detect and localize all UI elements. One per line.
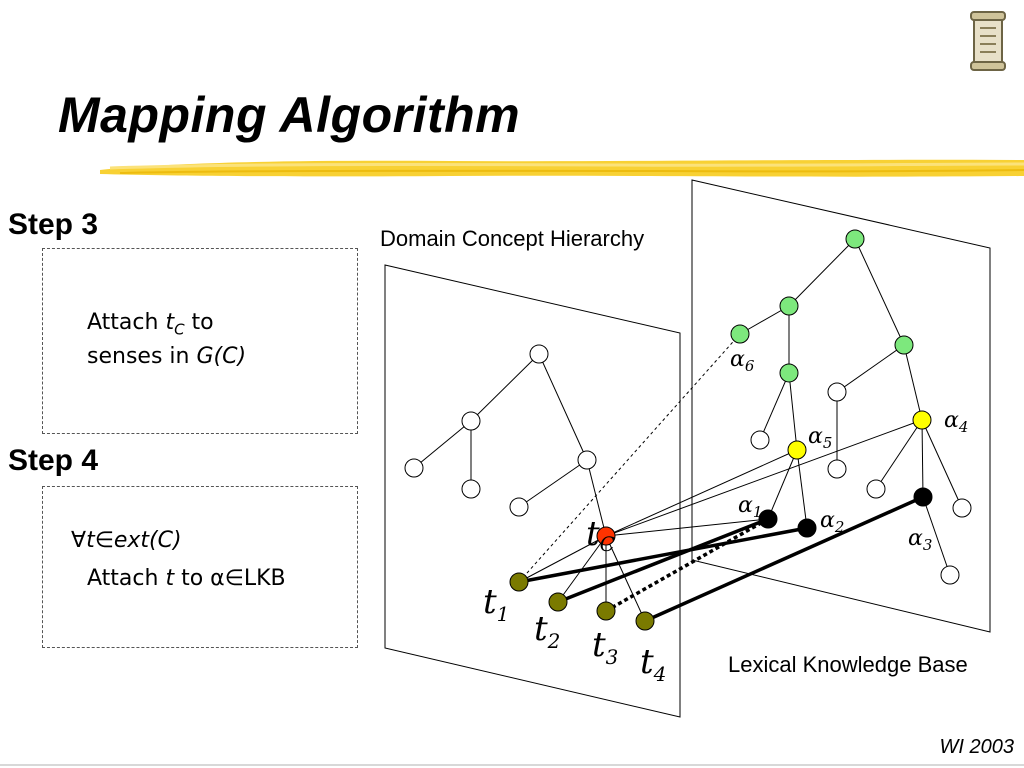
title-underline-brush xyxy=(100,159,1024,177)
lkb-node-alpha6 xyxy=(730,324,750,344)
step4-heading: Step 4 xyxy=(8,444,99,477)
slide-title: Mapping Algorithm xyxy=(58,87,521,143)
lkb-node-green xyxy=(779,363,799,383)
step4-box: ∀t∈ext(C) Attach t to α∈LKB xyxy=(42,486,358,648)
lkb-node-green xyxy=(779,296,799,316)
sense-label-alpha6: α6 xyxy=(730,347,755,375)
tc-to-sense-lines xyxy=(605,419,923,537)
step3-heading: Step 3 xyxy=(8,208,99,241)
lkb-node xyxy=(866,479,886,499)
domain-node-tc xyxy=(596,526,616,546)
domain-tree-edges xyxy=(413,353,646,622)
term-node-t3 xyxy=(596,601,616,621)
lkb-node xyxy=(750,430,770,450)
lkb-node-alpha4 xyxy=(912,410,932,430)
lkb-node xyxy=(827,459,847,479)
domain-node xyxy=(404,458,424,478)
domain-plane xyxy=(384,264,681,718)
sense-label-alpha2: α2 xyxy=(820,508,844,536)
term-node-t2 xyxy=(548,592,568,612)
sense-label-alpha3: α3 xyxy=(908,526,932,554)
domain-node xyxy=(461,479,481,499)
term-to-sense-lines xyxy=(518,495,924,623)
lkb-node xyxy=(940,565,960,585)
footer-divider xyxy=(0,764,1024,766)
lkb-node-alpha1 xyxy=(758,509,778,529)
lkb-node-alpha2 xyxy=(797,518,817,538)
sense-label-alpha1: α1 xyxy=(738,493,762,521)
step4-line1: ∀t∈ext(C) xyxy=(71,528,182,553)
lkb-node-root xyxy=(845,229,865,249)
lkb-node xyxy=(952,498,972,518)
slide-footer: WI 2003 xyxy=(939,736,1014,758)
lkb-node-green xyxy=(894,335,914,355)
sense-label-alpha5: α5 xyxy=(808,424,832,452)
step3-line2: senses in G(C) xyxy=(87,344,247,369)
step3-box: Attach tC to senses in G(C) xyxy=(42,248,358,434)
domain-node xyxy=(509,497,529,517)
logo-icon xyxy=(970,11,1006,71)
lkb-plane xyxy=(691,179,991,633)
step3-line1: Attach tC to xyxy=(87,310,214,339)
lkb-node-alpha3 xyxy=(913,487,933,507)
step4-line2: Attach t to α∈LKB xyxy=(87,566,286,591)
domain-node xyxy=(577,450,597,470)
t3-to-alpha1-dotted xyxy=(605,517,769,613)
term-label-t1: t1 xyxy=(483,582,509,626)
lkb-node xyxy=(827,382,847,402)
t1-to-alpha6-dashed xyxy=(518,333,741,583)
domain-node xyxy=(461,411,481,431)
term-node-t4 xyxy=(635,611,655,631)
tc-label: tC xyxy=(586,514,615,556)
term-node-t1 xyxy=(509,572,529,592)
sense-label-alpha4: α4 xyxy=(944,408,968,436)
term-label-t2: t2 xyxy=(534,609,560,653)
lkb-plane-label: Lexical Knowledge Base xyxy=(728,652,968,677)
term-label-t4: t4 xyxy=(640,642,666,686)
domain-node-root xyxy=(529,344,549,364)
domain-plane-label: Domain Concept Hierarchy xyxy=(380,226,644,251)
lkb-node-alpha5 xyxy=(787,440,807,460)
term-label-t3: t3 xyxy=(592,625,618,669)
